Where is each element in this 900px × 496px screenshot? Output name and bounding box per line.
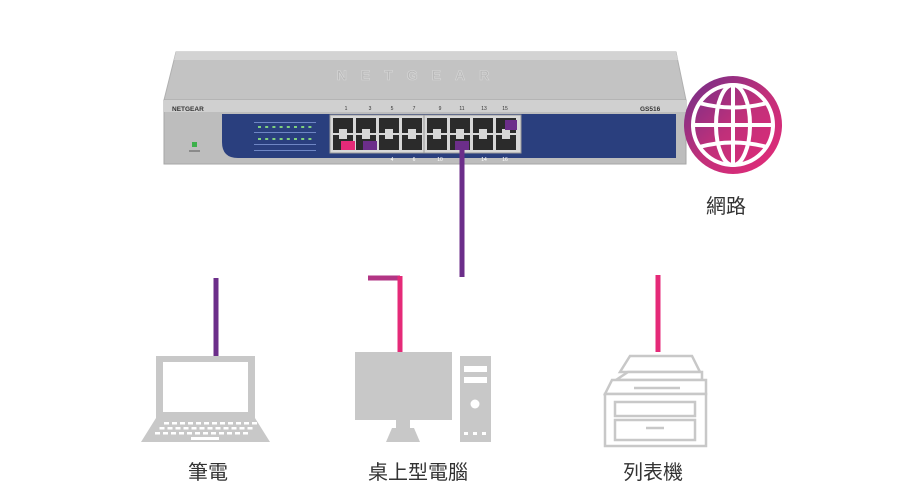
ethernet-port [496,135,516,150]
status-led [272,126,276,128]
port-number-label: 1 [345,106,348,112]
ethernet-port [473,118,493,133]
desktop-label: 桌上型電腦 [368,460,468,484]
port-number-label: 4 [391,157,394,163]
status-led [265,138,269,140]
port-number-label: 16 [502,157,508,163]
ethernet-port [427,118,447,133]
laptop-icon [141,356,270,442]
power-led [192,142,197,147]
port-number-label: 14 [481,157,487,163]
status-led [308,138,312,140]
laptop-label: 筆電 [188,460,228,484]
status-led [265,126,269,128]
printer-label: 列表機 [623,460,683,484]
ethernet-port [402,135,422,150]
desktop-computer-icon [355,352,491,442]
status-led [286,138,290,140]
port-number-label: 5 [391,106,394,112]
status-led [258,138,261,140]
cable-plugs [341,120,517,150]
status-led [279,126,283,128]
printer-icon [602,354,708,448]
ethernet-port [402,118,422,133]
ethernet-port [356,118,376,133]
ethernet-port [333,118,353,133]
status-led [272,138,276,140]
switch-model-label: GS516 [640,106,661,113]
status-led [301,138,305,140]
port-number-label: 15 [502,106,508,112]
internet-label: 網路 [706,194,746,218]
status-led [308,126,312,128]
ethernet-port [379,118,399,133]
switch-brand-label: NETGEAR [172,106,204,113]
ethernet-port [473,135,493,150]
port-number-label: 7 [413,106,416,112]
status-led [279,138,283,140]
globe-icon [684,76,782,174]
ethernet-port-block [329,114,522,154]
ethernet-port [379,135,399,150]
port-number-label: 3 [369,106,372,112]
ethernet-port [450,118,470,133]
port-number-label: 9 [439,106,442,112]
status-led [286,126,290,128]
status-led [294,138,297,140]
status-led [258,126,261,128]
status-led [294,126,297,128]
status-led-grid [254,122,316,151]
port-number-label: 11 [459,106,464,112]
port-number-label: 10 [437,157,443,163]
cables [213,122,690,356]
port-number-label: 13 [481,106,487,112]
status-led [301,126,305,128]
switch-lid-logo: NETGEAR [337,67,503,83]
ethernet-port [427,135,447,150]
port-number-label: 6 [413,157,416,163]
